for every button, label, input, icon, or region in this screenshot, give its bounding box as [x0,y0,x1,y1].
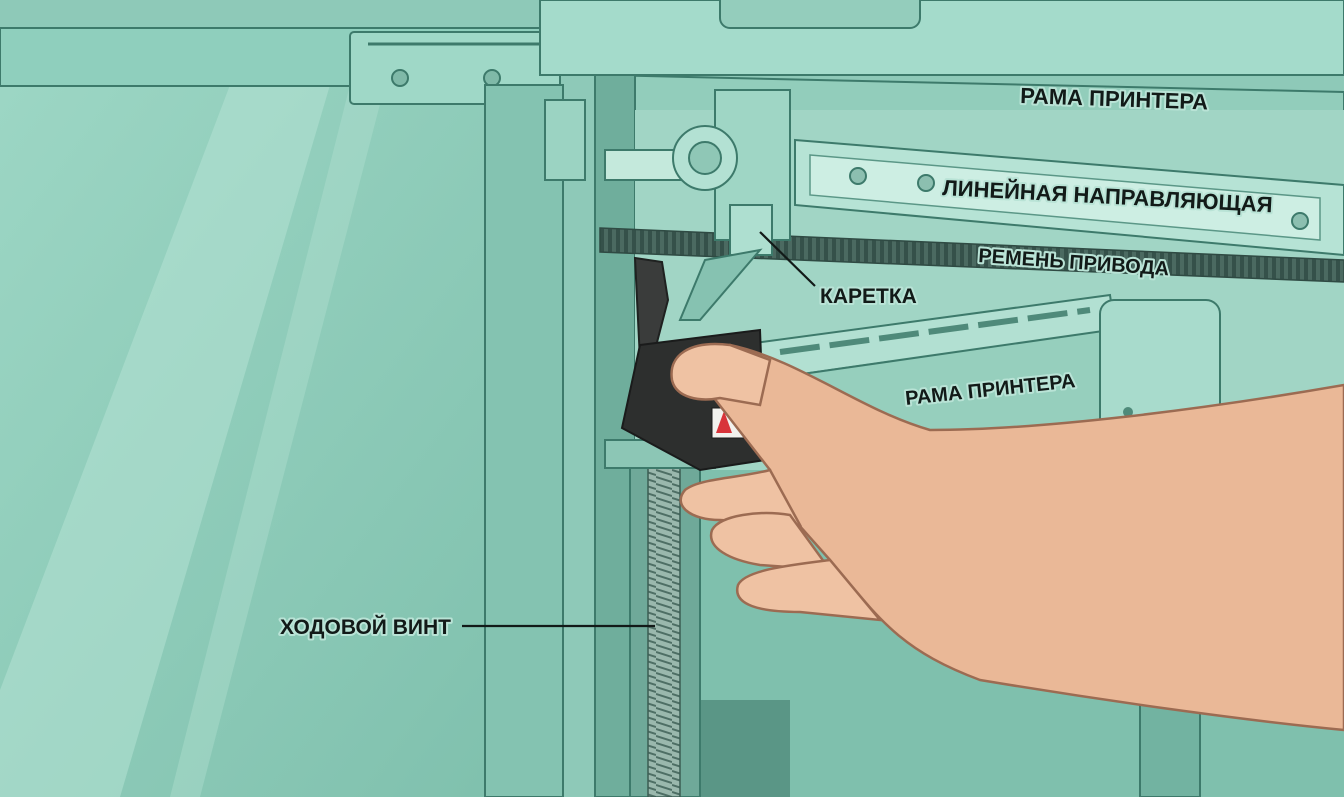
frame-window [719,0,921,29]
leader-line-carriage [759,231,816,287]
linear-guide-inner [809,154,1321,241]
door-post-edge [544,99,586,181]
glass-reflection [0,85,330,797]
label-lead-screw: ХОДОВОЙ ВИНТ [280,615,451,639]
carriage-clamp [729,204,773,256]
rail-screw-2 [917,174,935,192]
carriage-bushing-hole [688,141,722,175]
hinge-screw-1 [391,69,409,87]
door-vertical-post [484,84,564,797]
rail-screw-3 [1291,212,1309,230]
vent-slots [779,307,1091,355]
rail-screw-1 [849,167,867,185]
label-carriage: КАРЕТКА [820,285,917,308]
drive-belt [599,227,1344,283]
knob-lever [633,256,670,362]
glass-reflection-small [170,85,385,797]
carriage [672,89,791,321]
warning-triangle-icon [716,411,732,433]
lead-screw-rod [647,459,681,797]
finger-middle [709,511,833,572]
thumb [670,342,772,407]
finger-ring [735,558,883,622]
finger-index [679,468,803,527]
carriage-arm [678,248,763,321]
hand [670,342,1344,732]
lower-vent [700,700,790,797]
hinge-screw-2 [483,69,501,87]
bracket-hole [1123,407,1133,417]
printer-frame-top [539,0,1344,76]
